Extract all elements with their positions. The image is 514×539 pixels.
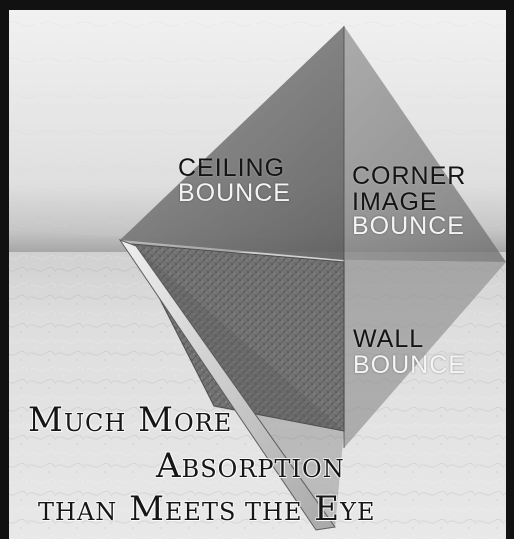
caption-line-3-initial-e: E — [303, 489, 341, 529]
ceiling-label-line-1: CEILING — [178, 156, 285, 181]
caption-line-1: MUCH MORE — [28, 403, 232, 437]
corner-label-line-1: CORNER — [352, 164, 466, 189]
caption-line-1-initial-m: M — [28, 400, 64, 440]
caption-line-2: ABSORPTION — [156, 449, 345, 483]
caption-line-3-the: THE — [236, 498, 302, 526]
caption-line-1-ore: ORE — [174, 409, 232, 437]
caption-line-2-bsorption: BSORPTION — [182, 455, 345, 483]
caption-line-2-initial-a: A — [156, 446, 182, 486]
wall-label-line-2: BOUNCE — [353, 353, 466, 378]
wall-label-line-1: WALL — [353, 327, 424, 352]
caption-line-3-ye: YE — [340, 498, 375, 526]
caption-line-3-eets: EETS — [165, 498, 237, 526]
caption-line-3-than: THAN — [38, 498, 117, 526]
caption-line-3: THAN MEETS THE EYE — [38, 492, 376, 526]
caption-line-1-initial-m-2: M — [126, 400, 174, 440]
ceiling-label-line-2: BOUNCE — [178, 181, 291, 206]
corner-label-line-3: BOUNCE — [352, 214, 465, 239]
caption-line-1-uch: UCH — [64, 409, 127, 437]
caption-line-3-initial-m: M — [117, 489, 165, 529]
